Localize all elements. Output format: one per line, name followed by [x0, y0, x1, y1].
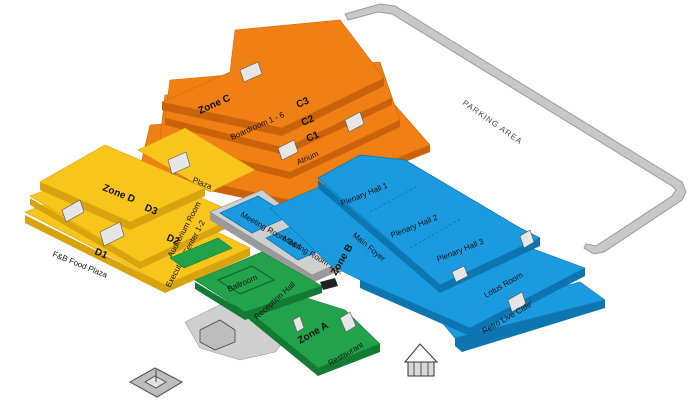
zone-a-pavilion	[199, 319, 236, 351]
zone-a-floor-side	[235, 300, 380, 376]
plenary-divider	[369, 185, 419, 213]
zone-d-stair	[167, 151, 191, 175]
zone-d-tier-1-side	[25, 215, 250, 293]
parking-area-outline	[344, 3, 687, 255]
zone-c-stair	[239, 61, 263, 83]
zone-b-floor-side	[360, 268, 585, 336]
zone-a-stair	[339, 311, 357, 333]
zone-a[interactable]: Ballroom Reception Hall Zone A Restauran…	[169, 237, 381, 376]
zone-b-stair	[507, 291, 527, 313]
pavilion-icon	[403, 343, 439, 377]
zone-a-upper-strip	[169, 237, 233, 269]
zone-c-room-c3: C3	[295, 95, 312, 110]
zone-d-plaza	[137, 127, 256, 193]
zone-d-stair	[61, 199, 85, 223]
parking-area-label: PARKING AREA	[461, 98, 524, 146]
zone-c-tier-4	[161, 19, 385, 129]
zone-c-room-c2: C2	[300, 113, 317, 128]
connector-mark	[320, 278, 338, 290]
zone-a-stair	[292, 315, 305, 333]
plenary-hall-block	[317, 154, 541, 286]
plenary-hall-side	[318, 180, 540, 293]
zone-c-tier-4-side	[162, 78, 384, 136]
monument-icon	[128, 367, 184, 398]
zone-d-tier-3-side	[40, 182, 205, 230]
zone-c-stair	[277, 139, 299, 161]
zone-a-upper-side	[195, 282, 322, 320]
zone-b-stair	[451, 265, 469, 283]
zone-d-room-d2: D2	[165, 233, 181, 248]
plenary-divider	[409, 217, 463, 249]
zone-a-ballroom	[216, 265, 276, 295]
zone-b-stair	[519, 229, 535, 249]
zone-d-stair	[99, 221, 125, 247]
zone-c-room-c1: C1	[305, 129, 322, 144]
zone-c-stair	[344, 111, 365, 133]
zone-d-room-d1: D1	[93, 247, 109, 262]
zone-b-wing-side	[455, 300, 605, 352]
zone-c-tier-2-side	[160, 120, 400, 179]
zone-d-room-d3: D3	[143, 203, 159, 218]
zone-b[interactable]: Zone B Plenary Hall 1 Plenary Hall 2 Ple…	[269, 154, 606, 352]
